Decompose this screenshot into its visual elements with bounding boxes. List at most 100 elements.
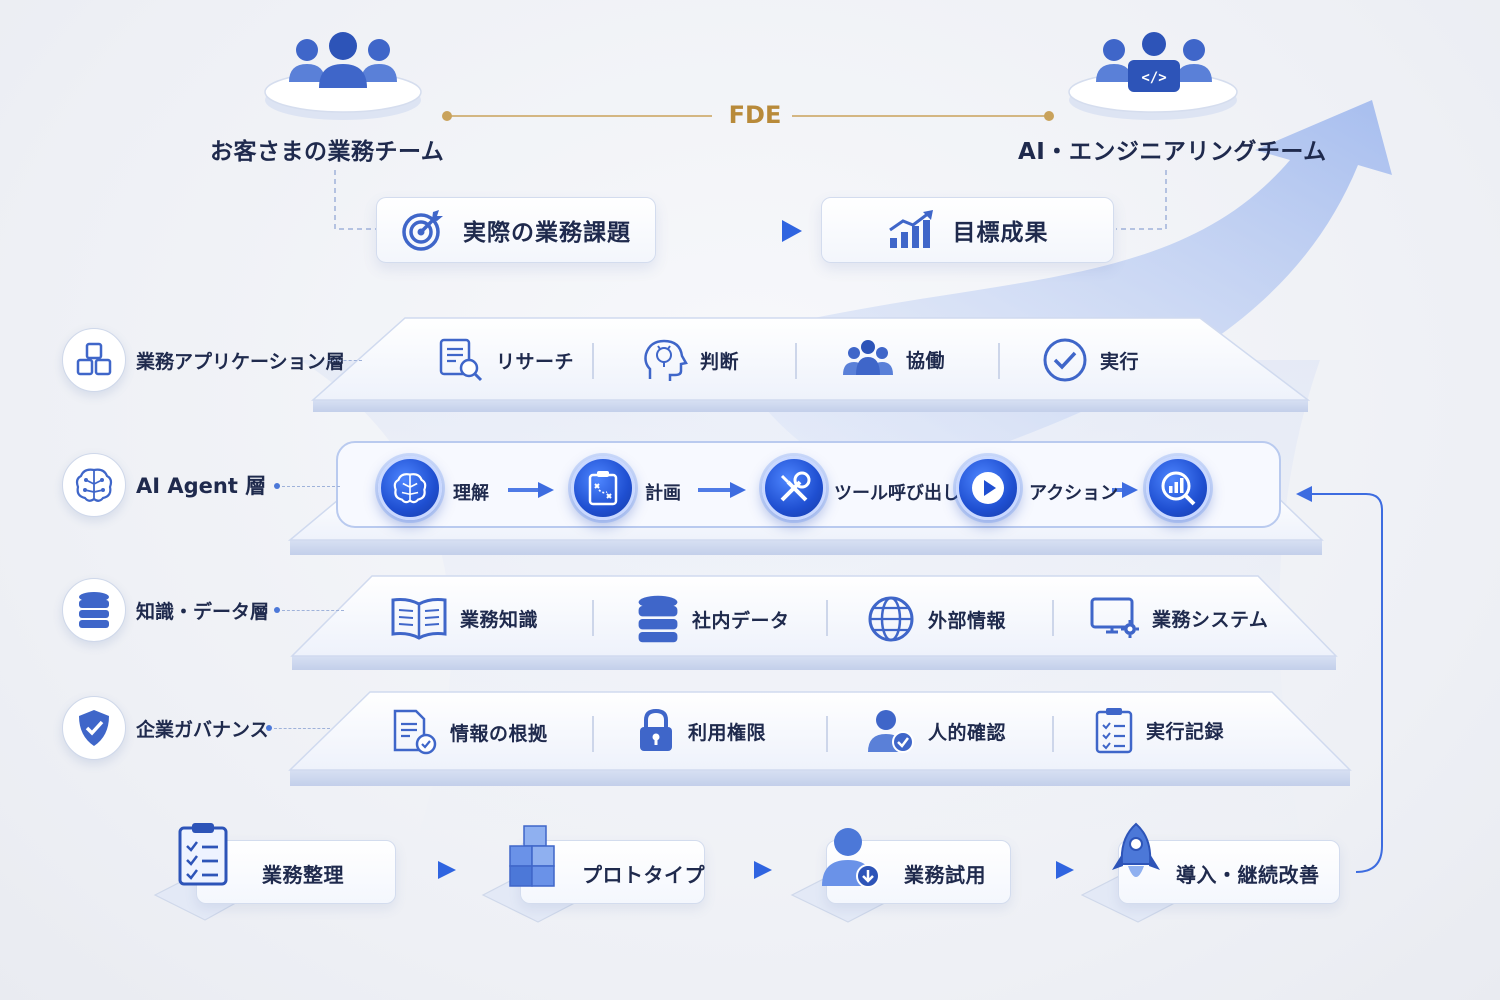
separator: [592, 343, 594, 379]
target-icon: [402, 210, 443, 251]
app-item-execution-text: 実行: [1100, 350, 1140, 373]
svg-text:</>: </>: [1141, 70, 1166, 86]
governance-item-evidence: 情報の根拠: [392, 708, 548, 756]
process-step-card-1: [196, 840, 396, 904]
document-check-icon: [393, 709, 437, 755]
app-item-execution: 実行: [1042, 337, 1139, 383]
governance-item-permissions: 利用権限: [636, 708, 766, 754]
agent-step-evaluate: [1146, 456, 1210, 520]
layer-label-agent-text: AI Agent 層: [136, 474, 267, 498]
research-doc-icon: [439, 338, 483, 382]
layer-icon-knowledge: [62, 578, 126, 642]
governance-item-execution-log-text: 実行記録: [1146, 720, 1225, 743]
process-step-card-4: [1118, 840, 1340, 904]
separator: [1052, 716, 1054, 752]
governance-item-human-review: 人的確認: [866, 708, 1006, 754]
separator: [826, 716, 828, 752]
knowledge-item-business-system-text: 業務システム: [1152, 608, 1269, 631]
agent-step-action: [956, 456, 1020, 520]
user-check-icon: [868, 710, 914, 753]
knowledge-item-business-knowledge: 業務知識: [390, 596, 538, 640]
separator: [592, 716, 594, 752]
agent-step-action-text: アクション: [1029, 483, 1119, 504]
connector-agent: [282, 486, 340, 487]
globe-icon: [868, 596, 914, 642]
agent-step-tool-call: [762, 456, 826, 520]
customer-team-label: お客さまの業務チーム: [210, 139, 445, 165]
brain-icon: [75, 468, 113, 502]
layer-label-agent: AI Agent 層: [62, 453, 266, 517]
knowledge-item-external-info-text: 外部情報: [928, 609, 1007, 632]
governance-item-permissions-text: 利用権限: [688, 721, 767, 744]
book-icon: [391, 598, 447, 640]
separator: [826, 600, 828, 636]
connector-dot-knowledge: [274, 607, 280, 613]
brain-icon: [393, 473, 427, 504]
layer-icon-governance: [62, 696, 126, 760]
app-item-judgment-text: 判断: [700, 350, 740, 373]
process-step-1-text: 業務整理: [262, 863, 344, 887]
separator: [592, 600, 594, 636]
layer-label-application: 業務アプリケーション層: [62, 328, 345, 392]
separator: [795, 343, 797, 379]
connector-knowledge: [282, 610, 344, 611]
database-icon: [638, 595, 678, 643]
engineering-team-label: AI・エンジニアリングチーム: [1018, 139, 1327, 165]
clipboard-plan-icon: [588, 471, 618, 506]
shield-check-icon: [79, 710, 109, 746]
outcome-text: 目標成果: [952, 220, 1049, 246]
customer-team-icon: [289, 32, 397, 88]
checklist-icon: [1095, 708, 1133, 754]
knowledge-item-external-info: 外部情報: [866, 594, 1006, 644]
agent-step-understand-text: 理解: [453, 483, 489, 504]
outcome-box: 目標成果: [821, 197, 1114, 263]
agent-step-plan: [571, 456, 635, 520]
database-icon: [79, 592, 109, 628]
check-circle-icon: [1043, 338, 1087, 382]
connector-dot-agent: [274, 483, 280, 489]
cubes-icon: [76, 342, 112, 376]
governance-item-execution-log: 実行記録: [1094, 706, 1224, 754]
engineering-team-icon: </>: [1096, 32, 1212, 92]
connector-dot-governance: [266, 725, 272, 731]
agent-step-understand: [378, 456, 442, 520]
play-icon: [972, 472, 1004, 504]
app-item-research-text: リサーチ: [496, 350, 575, 373]
layer-label-governance-text: 企業ガバナンス: [136, 718, 269, 741]
agent-step-plan-text: 計画: [645, 483, 681, 504]
app-item-collaboration: 協働: [842, 337, 945, 381]
layer-label-knowledge-text: 知識・データ層: [136, 600, 270, 623]
knowledge-item-internal-data-text: 社内データ: [692, 609, 790, 632]
process-step-4-text: 導入・継続改善: [1176, 863, 1320, 887]
agent-step-tool-call-text: ツール呼び出し: [834, 483, 960, 504]
growth-chart-icon: [888, 210, 933, 248]
blocks-icon: [509, 825, 555, 887]
separator: [998, 343, 1000, 379]
process-step-2-text: プロトタイプ: [582, 863, 705, 887]
monitor-gear-icon: [1090, 597, 1139, 638]
knowledge-item-business-system: 業務システム: [1090, 596, 1268, 640]
challenge-text: 実際の業務課題: [463, 220, 631, 246]
knowledge-item-business-knowledge-text: 業務知識: [460, 608, 539, 631]
analytics-search-icon: [1161, 471, 1196, 506]
group-icon: [843, 340, 893, 375]
knowledge-item-internal-data: 社内データ: [636, 594, 790, 644]
layer-label-governance: 企業ガバナンス: [62, 696, 269, 760]
clipboard-icon: [178, 823, 228, 886]
user-download-icon: [822, 828, 880, 888]
layer-label-application-text: 業務アプリケーション層: [136, 350, 345, 373]
layer-icon-agent: [62, 453, 126, 517]
process-step-3-text: 業務試用: [904, 863, 986, 887]
app-item-judgment: 判断: [642, 337, 739, 383]
tools-icon: [780, 471, 811, 502]
challenge-box: 実際の業務課題: [376, 197, 656, 263]
separator: [1052, 600, 1054, 636]
rocket-icon: [1112, 822, 1160, 877]
connector-application: [328, 360, 362, 361]
governance-item-evidence-text: 情報の根拠: [450, 722, 548, 745]
layer-label-knowledge: 知識・データ層: [62, 578, 269, 642]
app-item-collaboration-text: 協働: [906, 349, 946, 372]
head-idea-icon: [644, 339, 688, 381]
connector-governance: [274, 728, 330, 729]
